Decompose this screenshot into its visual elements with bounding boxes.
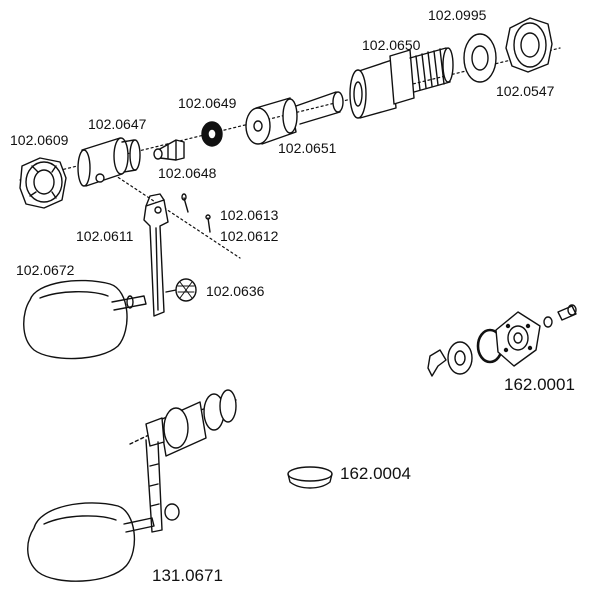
part-number-label: 102.0649 — [178, 95, 237, 111]
part-number-label: 102.0651 — [278, 140, 337, 156]
seal-washer — [201, 121, 223, 147]
split-pin — [181, 193, 189, 213]
float-ball — [23, 279, 147, 360]
part-number-label: 102.0613 — [220, 207, 279, 223]
part-number-label: 102.0647 — [88, 116, 147, 132]
adjuster-knob — [165, 278, 197, 302]
cap-seal — [287, 466, 333, 489]
kit-number-label: 162.0004 — [340, 464, 411, 483]
flat-washer — [463, 33, 497, 83]
part-number-label: 102.0648 — [158, 165, 217, 181]
part-number-label: 102.0612 — [220, 228, 279, 244]
piston — [245, 91, 344, 145]
pivot-axis-line — [109, 171, 241, 259]
threaded-tube — [349, 47, 454, 119]
part-number-label: 102.0672 — [16, 262, 75, 278]
nozzle — [153, 139, 185, 161]
hex-nut-left — [19, 157, 67, 209]
diaphragm-kit — [427, 304, 577, 377]
part-number-label: 102.0547 — [496, 83, 555, 99]
kit-number-label: 162.0001 — [504, 375, 575, 394]
part-number-label: 102.0609 — [10, 132, 69, 148]
valve-body — [77, 137, 141, 187]
part-number-label: 102.0636 — [206, 283, 265, 299]
hex-nut-right — [505, 17, 553, 73]
assembly-number-label: 131.0671 — [152, 566, 223, 585]
part-number-label: 102.0995 — [428, 7, 487, 23]
float-arm — [143, 193, 169, 317]
complete-assembly — [27, 389, 237, 582]
pivot-pin — [205, 214, 211, 233]
part-number-label: 102.0650 — [362, 37, 421, 53]
part-number-label: 102.0611 — [76, 228, 134, 244]
